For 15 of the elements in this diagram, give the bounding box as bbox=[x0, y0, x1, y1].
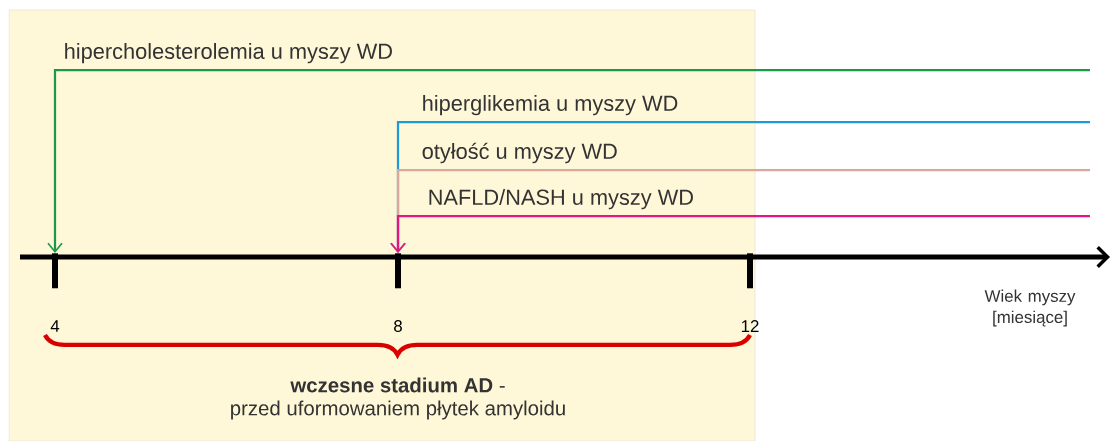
tick-label: 12 bbox=[741, 320, 759, 332]
stage-caption: przed uformowaniem płytek amyloidu bbox=[231, 400, 565, 420]
edge-label: NAFLD/NASH u myszy WD bbox=[429, 189, 693, 210]
stage-caption: wczesne stadium AD - bbox=[290, 377, 505, 393]
tick-mark bbox=[747, 253, 753, 289]
tick-label: 4 bbox=[50, 320, 60, 332]
tick-mark bbox=[395, 253, 401, 289]
onset-arrow bbox=[390, 214, 1090, 253]
axis-title: Wiek myszy [miesiące] bbox=[984, 289, 1076, 327]
edge-label: hiperglikemia u myszy WD bbox=[423, 95, 678, 116]
edge-label: otyłość u myszy WD bbox=[422, 142, 617, 164]
tick-label: 8 bbox=[394, 320, 402, 332]
onset-arrow bbox=[47, 68, 1090, 253]
edge-label: hipercholesterolemia u myszy WD bbox=[65, 43, 392, 64]
tick-mark bbox=[52, 253, 58, 289]
